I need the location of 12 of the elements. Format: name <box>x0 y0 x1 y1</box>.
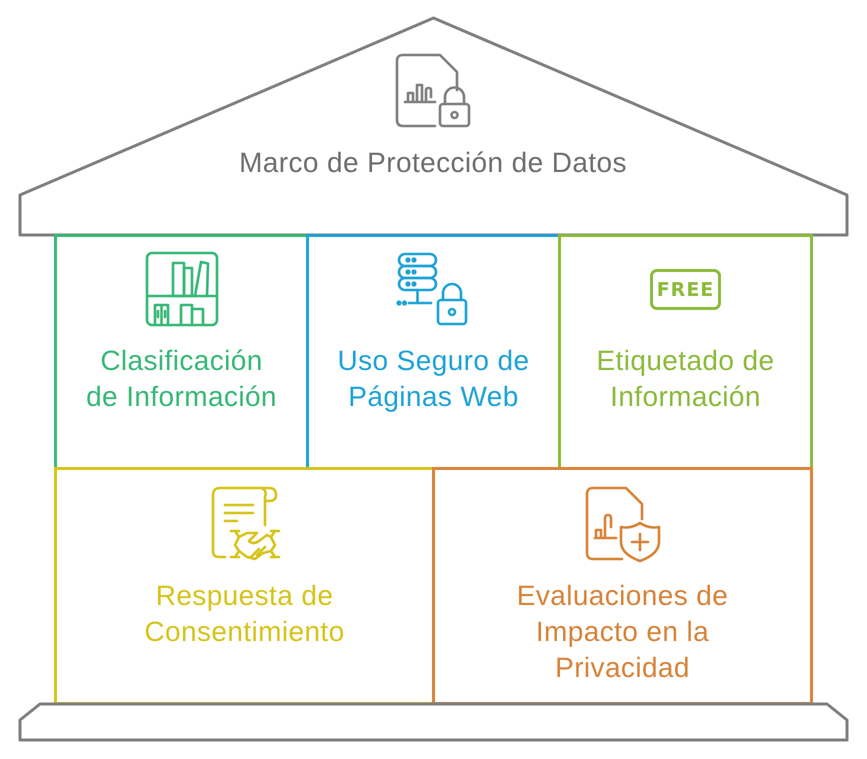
category-label: Etiquetado de Información <box>595 344 776 414</box>
pillar-panel <box>558 234 813 470</box>
framework-title: Marco de Protección de Datos <box>238 146 628 180</box>
pillar-panel <box>306 234 561 470</box>
category-label: Respuesta de Consentimiento <box>143 579 346 649</box>
category-label: Evaluaciones de Impacto en la Privacidad <box>516 579 730 685</box>
pillar-panel <box>54 467 435 705</box>
tag-label: FREE <box>650 269 721 310</box>
pillar-panel <box>54 234 309 470</box>
category-label: Uso Seguro de Páginas Web <box>336 344 530 414</box>
pillar-panel <box>432 467 813 705</box>
category-label: Clasificación de Información <box>85 344 278 414</box>
